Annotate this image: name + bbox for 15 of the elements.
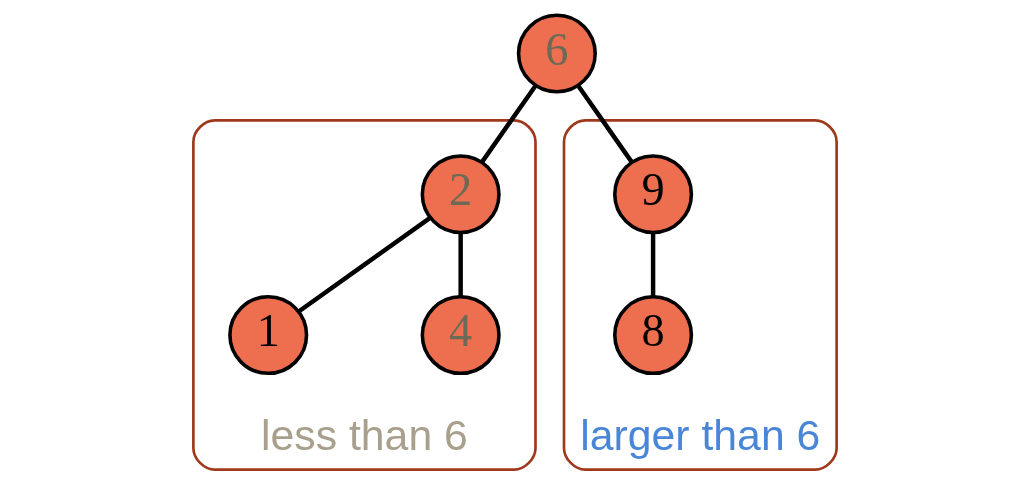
node-label: less than 6 [261, 411, 468, 460]
connector [480, 84, 538, 164]
connector [458, 232, 463, 297]
connector [576, 84, 634, 164]
node-circle: 4 [420, 294, 501, 376]
node-label: larger than 6 [580, 411, 821, 460]
connector [650, 232, 656, 297]
node-circle: 8 [613, 294, 694, 376]
node-circle: 6 [516, 13, 597, 94]
node-circle: 9 [613, 154, 694, 235]
node-circle: 1 [228, 294, 309, 376]
connector [297, 216, 432, 314]
cluster [562, 119, 838, 471]
cluster [192, 119, 537, 471]
node-circle: 2 [420, 154, 501, 235]
